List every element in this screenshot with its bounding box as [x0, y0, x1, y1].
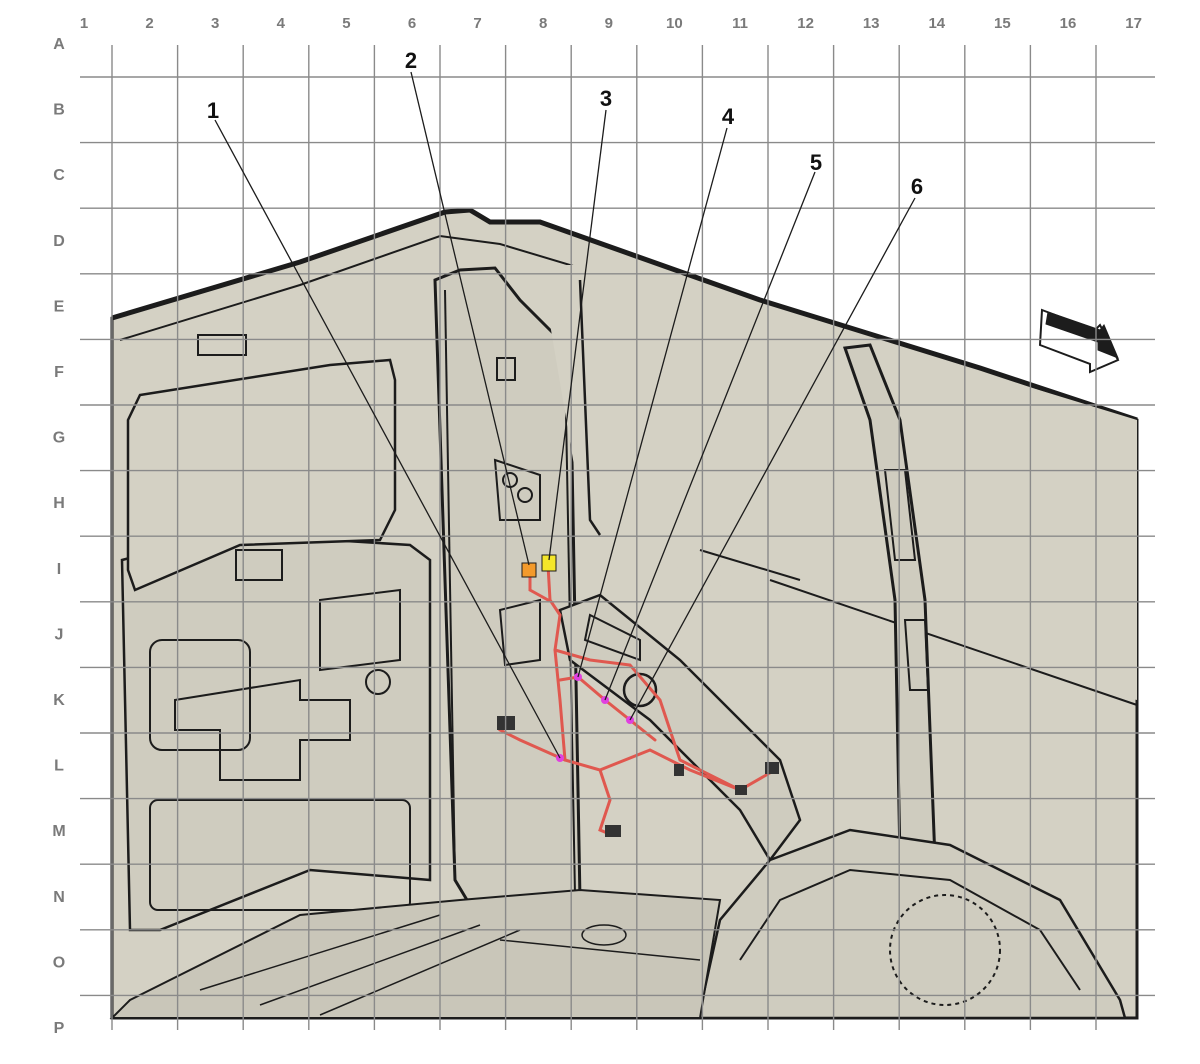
grid-row-label: D [53, 233, 65, 250]
grid-row-label: E [54, 298, 65, 315]
wheel-housing [698, 828, 1127, 1020]
grid-column-label: 1 [80, 15, 88, 32]
callout-line-4 [577, 127, 728, 678]
callouts: 1 2 3 4 5 6 [207, 48, 923, 759]
grid-row-label: K [53, 692, 65, 709]
grid-column-label: 5 [342, 15, 350, 32]
grid-lines [80, 45, 1155, 1030]
grid-column-label: 13 [863, 15, 880, 32]
callout-number-3: 3 [600, 86, 612, 111]
grid-row-label: I [57, 561, 61, 578]
grid-column-label: 8 [539, 15, 547, 32]
callout-line-3 [548, 109, 607, 561]
grid-row-label: H [53, 495, 65, 512]
callout-number-2: 2 [405, 48, 417, 73]
grid-row-label: F [54, 364, 64, 381]
grid-column-label: 17 [1125, 15, 1142, 32]
callout-line-5 [604, 171, 816, 701]
grid-column-label: 6 [408, 15, 416, 32]
callout-line-1 [214, 119, 561, 759]
grid-column-label: 15 [994, 15, 1011, 32]
grid-row-label: C [53, 167, 65, 184]
grid-row-label: N [53, 889, 65, 906]
connector-black-5 [735, 785, 747, 795]
grid-column-label: 2 [145, 15, 153, 32]
rear-door-panel [120, 538, 432, 932]
harness-main-trunk [546, 563, 567, 762]
grid-row-label: O [53, 954, 65, 971]
grid-row-label: J [55, 626, 64, 643]
connector-black-4 [765, 762, 779, 774]
harness-branch-right [598, 748, 742, 792]
connector-black-3 [674, 764, 684, 776]
grid-row-label: L [54, 758, 64, 775]
grid-column-label: 9 [605, 15, 613, 32]
harness-branch-lower [563, 758, 614, 837]
grid-row-label: B [53, 102, 65, 119]
grid-row-label: G [53, 430, 65, 447]
grid-column-label: 10 [666, 15, 683, 32]
roof-rail [111, 207, 1138, 423]
grid-column-label: 7 [473, 15, 481, 32]
grid-column-label: 12 [797, 15, 814, 32]
cargo-floor [109, 888, 722, 1019]
callout-line-2 [410, 71, 530, 566]
grid-column-label: 3 [211, 15, 219, 32]
grid-column-label: 16 [1060, 15, 1077, 32]
rear-window [126, 358, 397, 592]
callout-number-4: 4 [722, 104, 735, 129]
connector-black-2 [605, 825, 621, 837]
grid-row-label: M [52, 823, 65, 840]
vehicle-body [109, 207, 1139, 1020]
connector-orange [521, 562, 537, 578]
grid-column-label: 4 [277, 15, 286, 32]
wiring-harness [498, 563, 777, 837]
forward-arrow-icon [1038, 308, 1120, 374]
grid-row-label: A [53, 36, 65, 53]
side-panel [540, 265, 1137, 700]
callout-number-6: 6 [911, 174, 923, 199]
callout-number-1: 1 [207, 98, 219, 123]
grid-column-label: 11 [732, 15, 748, 32]
grid-row-label: P [54, 1020, 65, 1037]
callout-number-5: 5 [810, 150, 822, 175]
callout-line-6 [629, 197, 916, 721]
grid-column-label: 14 [928, 15, 945, 32]
